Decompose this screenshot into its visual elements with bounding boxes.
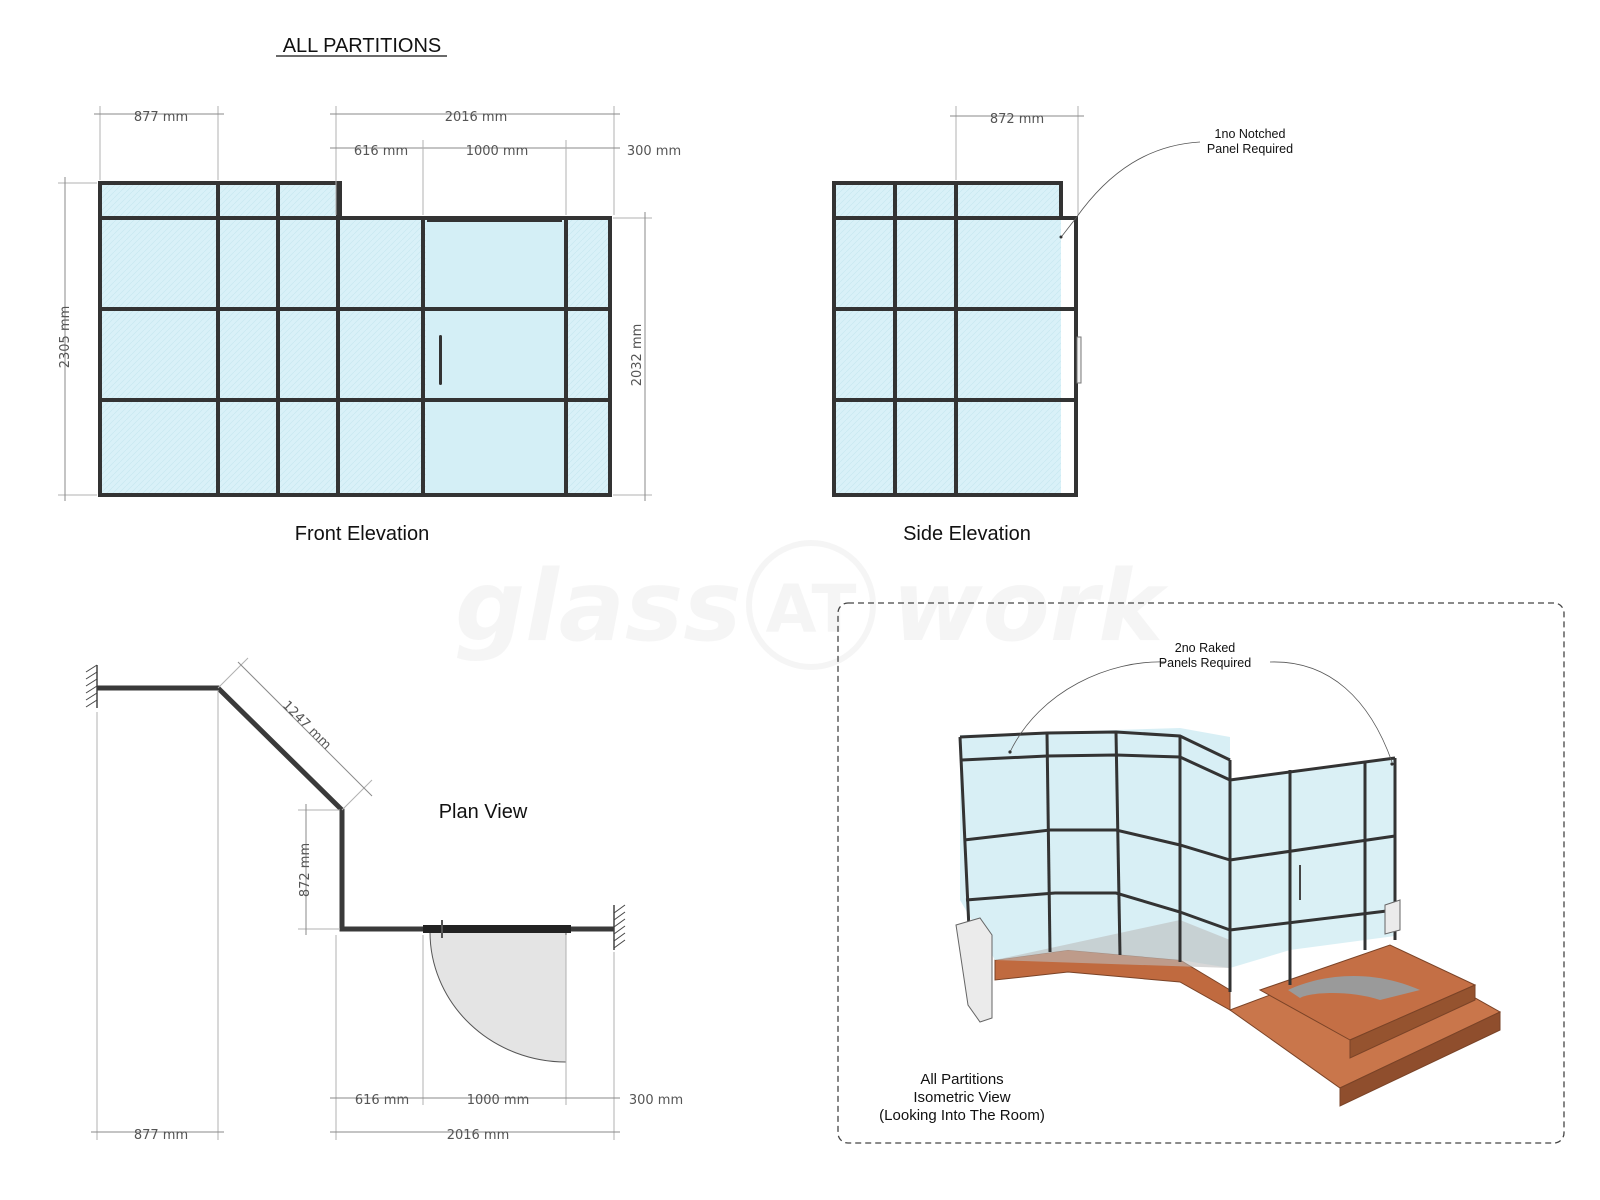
iso-caption-line1: All Partitions	[920, 1071, 1003, 1088]
isometric-frame	[837, 602, 1565, 1144]
timber-step-upper-side	[1349, 984, 1476, 1059]
leader-line	[1075, 141, 1201, 219]
iso-transom	[963, 828, 1231, 862]
dim-plan-300: 300 mm	[629, 1093, 683, 1108]
iso-shadow	[995, 920, 1230, 968]
timber-step-lower-side	[1339, 1011, 1501, 1107]
front-elevation-label: Front Elevation	[295, 523, 430, 545]
dim-side-872: 872 mm	[990, 112, 1044, 127]
dimension-line	[237, 661, 373, 797]
iso-caption-line3: (Looking Into The Room)	[879, 1107, 1045, 1124]
leader-line	[1061, 217, 1077, 237]
hatch-line	[613, 932, 626, 942]
note-raked-line1: 2no Raked	[1175, 641, 1236, 655]
hatch-line	[85, 692, 98, 701]
dim-front-616: 616 mm	[354, 144, 408, 159]
iso-caption-line2: Isometric View	[913, 1089, 1010, 1106]
iso-transom	[965, 891, 1231, 932]
hatch-line	[613, 918, 626, 928]
door-swing	[429, 931, 567, 1063]
hatch-line	[85, 664, 98, 673]
dim-plan-1000: 1000 mm	[467, 1093, 530, 1108]
hatch-line	[85, 699, 98, 708]
note-notched-line2: Panel Required	[1207, 142, 1293, 156]
dim-plan-616: 616 mm	[355, 1093, 409, 1108]
watermark-center: AT	[766, 571, 857, 648]
wall-hatch-left	[85, 664, 98, 708]
side-elevation: 872 mm 1no Notched Panel Required Side E…	[832, 106, 1293, 545]
extension-line	[217, 657, 249, 689]
watermark-circle	[746, 540, 876, 670]
hatch-line	[613, 925, 626, 935]
watermark: glass AT work	[455, 540, 1169, 670]
dim-front-300: 300 mm	[627, 144, 681, 159]
iso-post	[1045, 732, 1052, 953]
iso-head	[1229, 756, 1396, 782]
front-elevation: 877 mm 2016 mm 616 mm 1000 mm 300 mm 230…	[58, 106, 681, 545]
dim-front-2305: 2305 mm	[58, 306, 73, 369]
dim-front-2032: 2032 mm	[630, 324, 645, 387]
iso-post	[1114, 731, 1122, 956]
note-notched-line1: 1no Notched	[1215, 127, 1286, 141]
iso-glass-right	[1230, 758, 1395, 968]
door-leaf	[426, 222, 564, 495]
dim-front-2016: 2016 mm	[445, 110, 508, 125]
dim-front-1000: 1000 mm	[466, 144, 529, 159]
hatch-line	[85, 671, 98, 680]
leader-dot	[1008, 750, 1012, 754]
hatch-line	[613, 911, 626, 921]
page-title: ALL PARTITIONS	[283, 35, 442, 57]
plan-view: 1247 mm 872 mm Plan View 616 mm 1000 mm …	[85, 657, 683, 1143]
door-handle-icon	[439, 335, 442, 385]
hatch-line	[613, 939, 626, 949]
wall-hatch-right	[613, 904, 626, 950]
hatch-line	[85, 678, 98, 687]
isometric-view: 2no Raked Panels Required All Partitions…	[837, 602, 1565, 1144]
leader-dot	[1390, 762, 1394, 766]
glass-panel	[834, 183, 1061, 495]
plan-view-label: Plan View	[439, 801, 528, 823]
plan-partition-line	[97, 685, 614, 932]
leader-dot	[1059, 235, 1063, 239]
iso-post	[958, 736, 972, 951]
dim-plan-872: 872 mm	[298, 843, 313, 897]
watermark-right: work	[892, 550, 1169, 664]
side-handle-icon	[1076, 336, 1082, 384]
dim-plan-2016: 2016 mm	[447, 1128, 510, 1143]
door-swing-floor	[1288, 976, 1420, 1000]
dim-front-877: 877 mm	[134, 110, 188, 125]
iso-transom	[1229, 834, 1396, 862]
leader-line	[1269, 661, 1393, 763]
extension-line	[341, 779, 373, 811]
dim-plan-1247: 1247 mm	[279, 698, 334, 753]
iso-wall-right	[1384, 899, 1401, 935]
iso-wall-left	[955, 917, 993, 1023]
hatch-line	[613, 904, 626, 914]
hatch-line	[85, 685, 98, 694]
iso-transom	[1229, 908, 1396, 932]
note-raked-line2: Panels Required	[1159, 656, 1251, 670]
dim-plan-877: 877 mm	[134, 1128, 188, 1143]
watermark-left: glass	[455, 550, 742, 664]
side-elevation-label: Side Elevation	[903, 523, 1031, 545]
leader-line	[1009, 661, 1166, 753]
